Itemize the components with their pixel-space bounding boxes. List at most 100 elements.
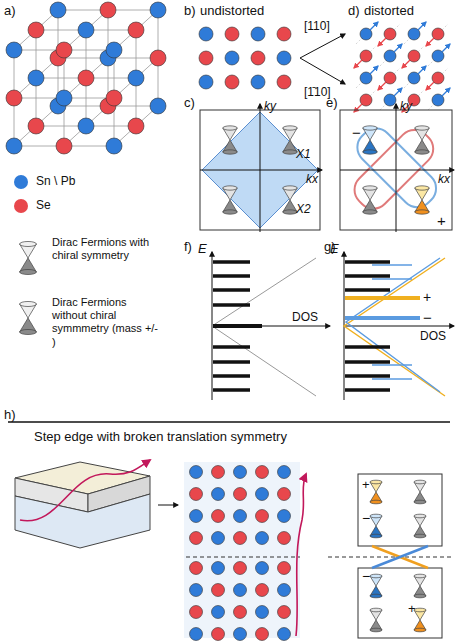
drawing-stroke (394, 44, 402, 52)
dirac-cone (20, 241, 37, 246)
atom (190, 606, 203, 619)
dirac-cone (283, 210, 297, 214)
atom (190, 466, 203, 479)
atom (278, 606, 291, 619)
atom (234, 606, 247, 619)
tip-path (296, 474, 306, 636)
atom (212, 562, 225, 575)
drawing-stroke (345, 374, 390, 378)
drawing-stroke (114, 58, 158, 98)
atom (150, 98, 166, 114)
brillouin-zone (358, 474, 442, 546)
legend-text: Se (36, 198, 148, 212)
atom (56, 42, 72, 58)
axis-label: + (423, 289, 431, 305)
legend-swatch (14, 199, 28, 213)
drawing-stroke (14, 106, 58, 146)
drawing-stroke (8, 421, 450, 423)
drawing-stroke (354, 60, 362, 68)
atom (234, 584, 247, 597)
dirac-cone (415, 186, 429, 190)
drawing-stroke (64, 58, 108, 98)
atom (256, 488, 269, 501)
drawing-stroke (378, 82, 386, 90)
axis-label: X1 (296, 148, 311, 162)
drawing-stroke (396, 104, 397, 232)
drawing-stroke (394, 88, 402, 96)
atom (251, 75, 265, 89)
atom (199, 75, 213, 89)
drawing-stroke (418, 22, 426, 30)
drawing-stroke (402, 60, 410, 68)
axis-label: [110] (304, 20, 330, 34)
atom (28, 118, 44, 134)
atom (56, 90, 72, 106)
drawing-stroke (370, 66, 378, 74)
atom (190, 510, 203, 523)
panel-letter: f) (184, 240, 192, 255)
atom (225, 75, 239, 89)
axis-label: undistorted (200, 4, 264, 19)
dirac-cone (370, 628, 382, 632)
atom (256, 628, 269, 641)
atom (234, 488, 247, 501)
atom (190, 488, 203, 501)
axis-label: − (362, 510, 370, 526)
atom (256, 584, 269, 597)
section-title: Step edge with broken translation symmet… (34, 430, 287, 445)
dirac-cone (370, 534, 382, 538)
dirac-cone (20, 329, 37, 334)
atom (256, 466, 269, 479)
drawing-stroke (372, 364, 412, 366)
drawing-stroke (186, 557, 300, 558)
drawing-stroke (345, 260, 390, 264)
dirac-cone (370, 594, 382, 598)
dirac-cone (370, 574, 382, 578)
atom (278, 510, 291, 523)
atom (278, 532, 291, 545)
drawing-stroke (213, 288, 250, 292)
drawing-stroke (345, 296, 420, 300)
drawing-stroke (213, 345, 250, 349)
atom (28, 70, 44, 86)
atom (190, 562, 203, 575)
drawing-stroke (345, 316, 420, 320)
atom (277, 75, 291, 89)
atom (278, 488, 291, 501)
drawing-stroke (372, 546, 428, 568)
dirac-cone (370, 500, 382, 504)
axis-label: E (198, 242, 207, 257)
dirac-cone (415, 150, 429, 154)
axis-label: ky (400, 100, 412, 114)
dirac-cone (370, 514, 382, 518)
dirac-cone (414, 514, 426, 518)
atom (6, 138, 22, 154)
atom (256, 532, 269, 545)
dirac-cone (414, 628, 426, 632)
dirac-cone (415, 210, 429, 214)
drawing-stroke (328, 557, 454, 558)
atom (256, 606, 269, 619)
atom (106, 42, 122, 58)
axis-label: DOS (420, 330, 446, 344)
dos-curve (212, 258, 316, 396)
atom (234, 628, 247, 641)
atom (199, 51, 213, 65)
drawing-stroke (372, 546, 428, 568)
drawing-stroke (213, 360, 250, 364)
atom (212, 628, 225, 641)
sample-ground (184, 462, 300, 638)
drawing-stroke (442, 44, 450, 52)
dirac-cone (223, 186, 237, 190)
atom (277, 27, 291, 41)
atom (251, 27, 265, 41)
legend-text: Dirac Fermions with chiral symmetry (52, 236, 164, 262)
atom (256, 562, 269, 575)
panel-letter: a) (4, 4, 16, 19)
dirac-cone (414, 500, 426, 504)
dirac-cone (283, 186, 297, 190)
dirac-cone (414, 534, 426, 538)
axis-label: distorted (364, 4, 414, 19)
dirac-cone (20, 301, 37, 306)
panel-letter: b) (184, 4, 196, 19)
